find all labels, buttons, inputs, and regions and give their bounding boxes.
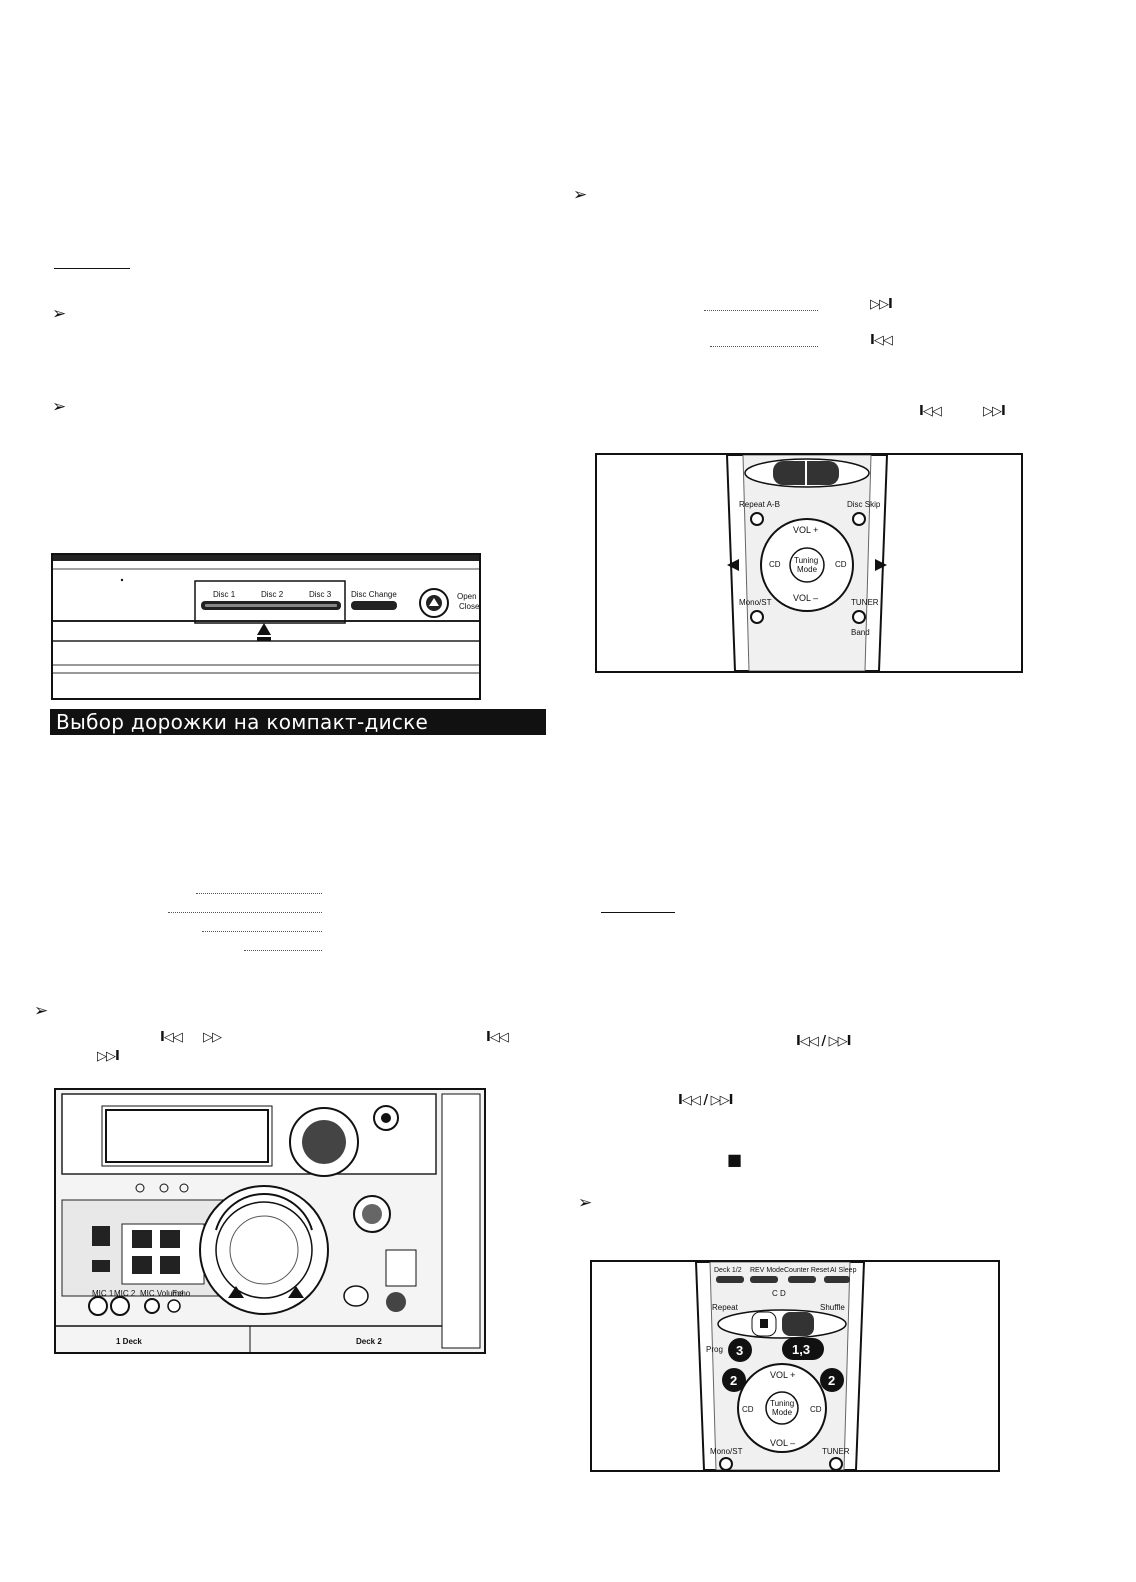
cd-right-label: CD (810, 1405, 822, 1414)
prev-next-pair-icon: I◁◁ / ▷▷I (678, 1093, 733, 1108)
cd-left-label: CD (769, 560, 781, 569)
step-badge-3: 3 (736, 1343, 743, 1358)
mono-st-label: Mono/ST (739, 598, 772, 607)
remote-figure-top: Repeat A-B Disc Skip Tuning Mode VOL + V… (595, 453, 1023, 673)
prev-track-icon: I◁◁ (919, 404, 942, 419)
open-label: Open (457, 592, 477, 601)
vol-plus-label: VOL + (793, 525, 818, 535)
next-track-icon: ▷▷I (97, 1049, 120, 1064)
main-unit-illustration: MIC 1 MIC 2 MIC Volume Echo 1 Deck Deck … (56, 1090, 484, 1352)
prev-next-pair-icon: I◁◁ / ▷▷I (796, 1034, 851, 1049)
disc2-label: Disc 2 (261, 590, 284, 599)
cd-left-label: CD (742, 1405, 754, 1414)
band-label: Band (851, 628, 870, 637)
vol-minus-label: VOL – (770, 1438, 795, 1448)
disc-change-label: Disc Change (351, 590, 397, 599)
step-badge-2-right: 2 (828, 1373, 835, 1388)
dotted-leader (244, 950, 322, 951)
step-badge-2-left: 2 (730, 1373, 737, 1388)
fast-forward-icon: ▷▷ (203, 1030, 222, 1045)
dotted-leader (704, 310, 818, 311)
dotted-leader (202, 931, 322, 932)
next-track-icon: ▷▷I (983, 404, 1006, 419)
note-arrow-icon: ➢ (52, 304, 67, 323)
disc-skip-label: Disc Skip (847, 500, 881, 509)
note-arrow-icon: ➢ (578, 1193, 593, 1212)
remote-top-illustration: Repeat A-B Disc Skip Tuning Mode VOL + V… (725, 455, 889, 671)
mono-st-label: Mono/ST (710, 1447, 743, 1456)
prog-label: Prog (706, 1345, 723, 1354)
underline-right (601, 912, 675, 913)
disc1-label: Disc 1 (213, 590, 236, 599)
prev-track-icon: I◁◁ (486, 1030, 509, 1045)
dotted-leader (196, 893, 322, 894)
tuner-label: TUNER (822, 1447, 850, 1456)
mic1-label: MIC 1 (92, 1289, 114, 1298)
note-arrow-icon: ➢ (52, 397, 67, 416)
ai-sleep-label: AI Sleep (830, 1267, 857, 1274)
shuffle-label: Shuffle (820, 1303, 845, 1312)
vol-plus-label: VOL + (770, 1370, 795, 1380)
prev-track-icon: I◁◁ (870, 333, 893, 348)
tuner-label: TUNER (851, 598, 879, 607)
deck-label: Deck 1/2 (714, 1267, 742, 1274)
remote-figure-bottom: Deck 1/2 REV Mode Counter Reset AI Sleep… (590, 1260, 1000, 1472)
note-arrow-icon: ➢ (573, 185, 588, 204)
next-track-icon: ▷▷I (870, 297, 893, 312)
vol-minus-label: VOL – (793, 593, 818, 603)
close-label: Close (459, 602, 479, 611)
echo-label: Echo (172, 1289, 191, 1298)
step-badge-13: 1,3 (792, 1342, 810, 1357)
dotted-leader (168, 912, 322, 913)
repeat-label: Repeat (712, 1303, 739, 1312)
repeat-ab-label: Repeat A-B (739, 500, 780, 509)
deck2-label: Deck 2 (356, 1337, 382, 1346)
disc-tray-illustration: Disc 1 Disc 2 Disc 3 Disc Change Open Cl… (53, 555, 479, 674)
counter-reset-label: Counter Reset (784, 1267, 829, 1274)
dotted-leader (710, 346, 818, 347)
disc3-label: Disc 3 (309, 590, 332, 599)
stop-icon: ■ (727, 1150, 742, 1169)
cd-right-label: CD (835, 560, 847, 569)
remote-bottom-illustration: Deck 1/2 REV Mode Counter Reset AI Sleep… (694, 1262, 866, 1470)
cd-section-label: C D (772, 1289, 786, 1298)
section-heading: Выбор дорожки на компакт-диске (50, 709, 546, 735)
mode-label: Mode (772, 1408, 793, 1417)
mic2-label: MIC 2 (114, 1289, 136, 1298)
prev-track-icon: I◁◁ (160, 1030, 183, 1045)
disc-tray-figure: Disc 1 Disc 2 Disc 3 Disc Change Open Cl… (51, 553, 481, 700)
mode-label: Mode (797, 565, 818, 574)
mic-volume-label: MIC Volume (140, 1289, 184, 1298)
main-unit-figure: MIC 1 MIC 2 MIC Volume Echo 1 Deck Deck … (54, 1088, 486, 1354)
tuning-label: Tuning (794, 556, 818, 565)
tuning-label: Tuning (770, 1399, 794, 1408)
note-arrow-icon: ➢ (34, 1001, 49, 1020)
rev-mode-label: REV Mode (750, 1267, 784, 1274)
deck1-label: 1 Deck (116, 1337, 142, 1346)
underline-left (54, 268, 130, 269)
